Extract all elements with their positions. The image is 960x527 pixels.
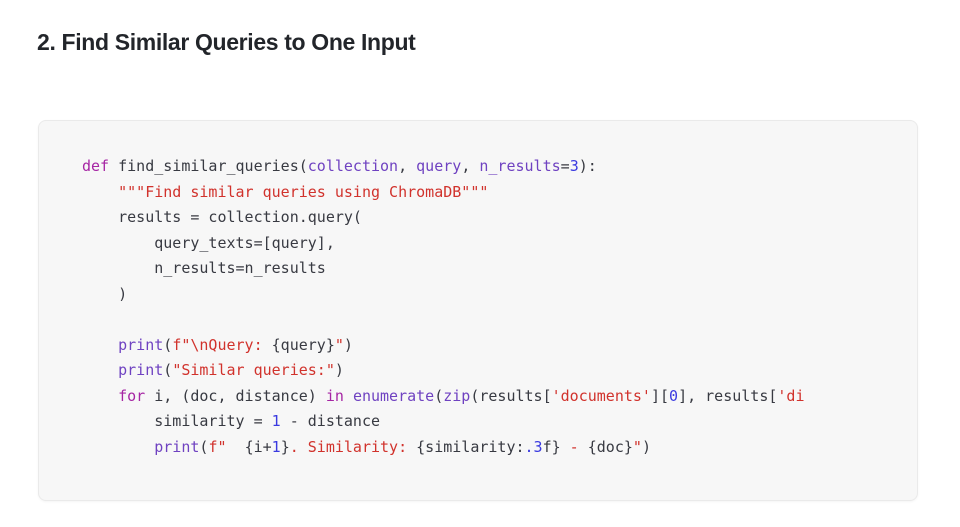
code-line: print("Similar queries:") — [118, 361, 344, 379]
code-line-blank — [82, 307, 917, 333]
code-block-card: def find_similar_queries(collection, que… — [38, 120, 918, 501]
code-line: similarity = 1 - distance — [154, 412, 381, 430]
code-line: ) — [118, 284, 128, 303]
code-scroll-region[interactable]: def find_similar_queries(collection, que… — [39, 121, 917, 500]
code-line: print(f" {i+1}. Similarity: {similarity:… — [154, 437, 651, 456]
code-line: n_results=n_results — [154, 259, 326, 277]
code-line: """Find similar queries using ChromaDB""… — [118, 182, 489, 201]
code-line: for i, (doc, distance) in enumerate(zip(… — [118, 386, 805, 405]
code-line: def find_similar_queries(collection, que… — [82, 157, 597, 175]
code-line: query_texts=[query], — [154, 233, 335, 252]
code-line: print(f"\nQuery: {query}") — [118, 335, 353, 354]
code-line: results = collection.query( — [118, 208, 362, 226]
page-title: 2. Find Similar Queries to One Input — [37, 29, 416, 55]
code-content: def find_similar_queries(collection, que… — [39, 121, 917, 460]
